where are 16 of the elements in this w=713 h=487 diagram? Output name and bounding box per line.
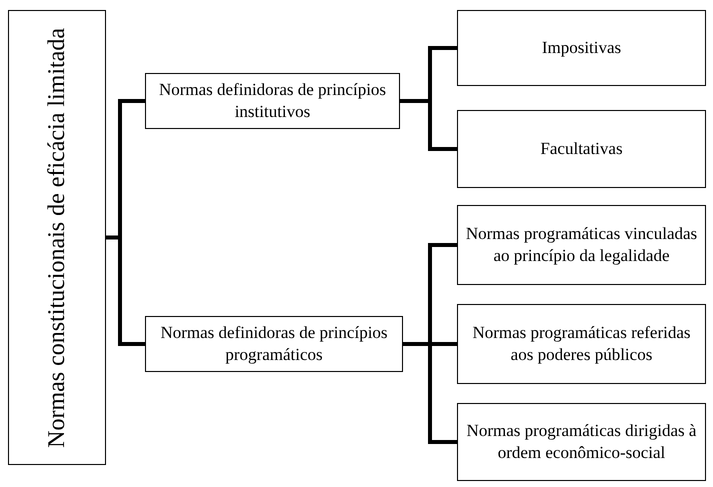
text-box xyxy=(457,110,706,188)
text-box xyxy=(145,316,403,372)
text-box xyxy=(8,10,106,465)
box-label: Facultativas xyxy=(539,138,624,160)
text-box xyxy=(457,403,706,481)
box-label: Impositivas xyxy=(540,37,622,59)
text-box xyxy=(457,304,706,384)
box-label: Normas definidoras de princípios institutivos xyxy=(158,79,388,123)
text-box xyxy=(457,10,706,86)
text-box xyxy=(457,205,706,285)
box-label: Normas programáticas dirigidas à ordem econômico-social xyxy=(466,420,698,464)
box-label: Normas programáticas referidas aos poderes públicos xyxy=(471,322,692,366)
text-box xyxy=(145,73,400,129)
box-label: Normas programáticas vinculadas ao princípio da legalidade xyxy=(464,223,698,267)
box-label: Normas definidoras de princípios programáticos xyxy=(159,322,389,366)
box-label: Normas constitucionais de eficácia limitada xyxy=(43,28,71,448)
